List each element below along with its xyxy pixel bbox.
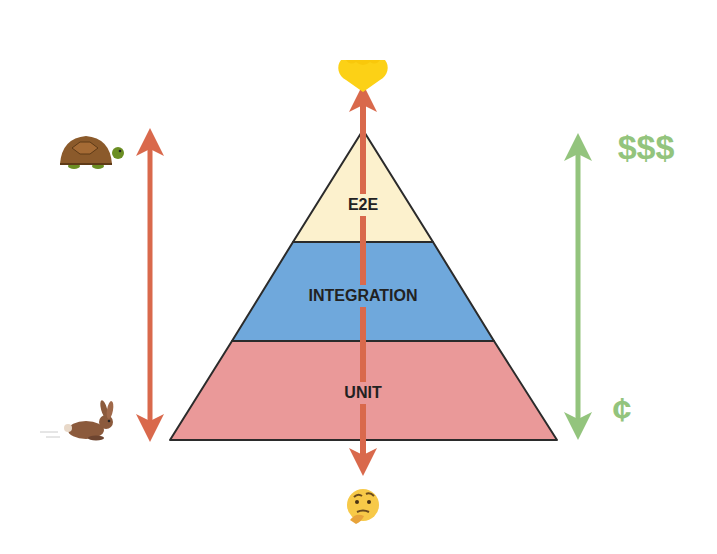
pyramid-band: E2E	[293, 130, 433, 242]
turtle-icon	[60, 136, 124, 169]
cost-label: ¢	[613, 391, 632, 428]
pyramid-band: UNIT	[170, 341, 557, 440]
band-label: E2E	[345, 194, 381, 215]
cost-label: $$$	[618, 129, 675, 166]
band-label: INTEGRATION	[305, 285, 420, 306]
heart-icon	[338, 60, 387, 92]
pyramid-band: INTEGRATION	[232, 242, 494, 341]
band-label: UNIT	[341, 382, 384, 403]
band-shape	[293, 130, 433, 242]
thinking-face-icon	[347, 489, 379, 524]
rabbit-icon	[40, 400, 115, 441]
cost-arrow	[564, 133, 592, 440]
speed-arrow	[136, 128, 164, 442]
